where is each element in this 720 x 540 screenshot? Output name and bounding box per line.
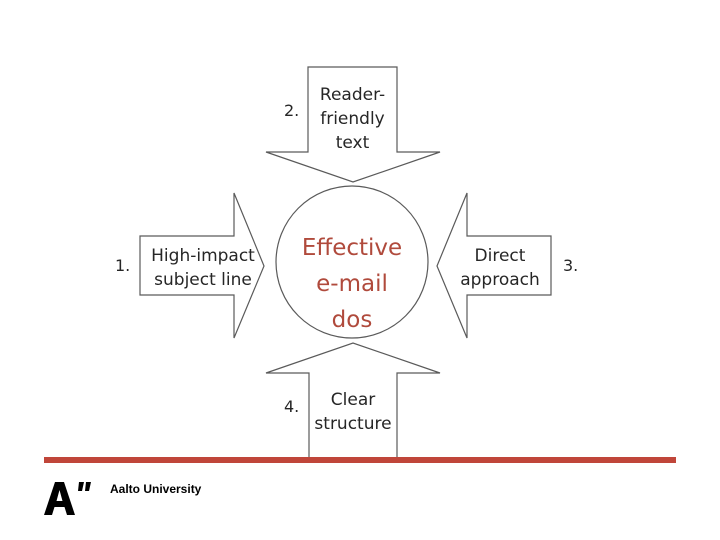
- center-label: Effective e-mail dos: [282, 230, 422, 338]
- bottom-arrow-number: 4.: [284, 397, 300, 416]
- right-arrow: [436, 192, 552, 339]
- top-arrow: [265, 66, 441, 183]
- left-arrow-number: 1.: [115, 256, 131, 275]
- left-arrow-line2: subject line: [154, 270, 252, 290]
- top-arrow-line1: Reader-: [319, 85, 386, 105]
- top-arrow-label: Reader- friendly text: [308, 83, 397, 155]
- right-arrow-number: 3.: [563, 256, 579, 275]
- center-line1: Effective: [301, 235, 403, 261]
- left-arrow: [139, 192, 265, 339]
- left-arrow-line1: High-impact: [151, 246, 255, 266]
- center-line2: e-mail: [316, 271, 388, 297]
- bottom-arrow-line2: structure: [314, 414, 392, 434]
- bottom-arrow: [265, 342, 441, 460]
- center-line3: dos: [331, 307, 373, 333]
- left-arrow-label: High-impact subject line: [142, 244, 264, 292]
- aalto-logo-icon: [44, 482, 91, 515]
- top-arrow-number: 2.: [284, 101, 300, 120]
- top-arrow-line3: text: [335, 133, 370, 153]
- right-arrow-line2: approach: [460, 270, 540, 290]
- footer-rule: [44, 457, 676, 463]
- aalto-university-wordmark: Aalto University: [110, 482, 202, 496]
- right-arrow-line1: Direct: [474, 246, 526, 266]
- top-arrow-line2: friendly: [320, 109, 385, 129]
- bottom-arrow-label: Clear structure: [306, 388, 400, 436]
- right-arrow-label: Direct approach: [452, 244, 548, 292]
- center-circle: [275, 185, 429, 339]
- bottom-arrow-line1: Clear: [330, 390, 376, 410]
